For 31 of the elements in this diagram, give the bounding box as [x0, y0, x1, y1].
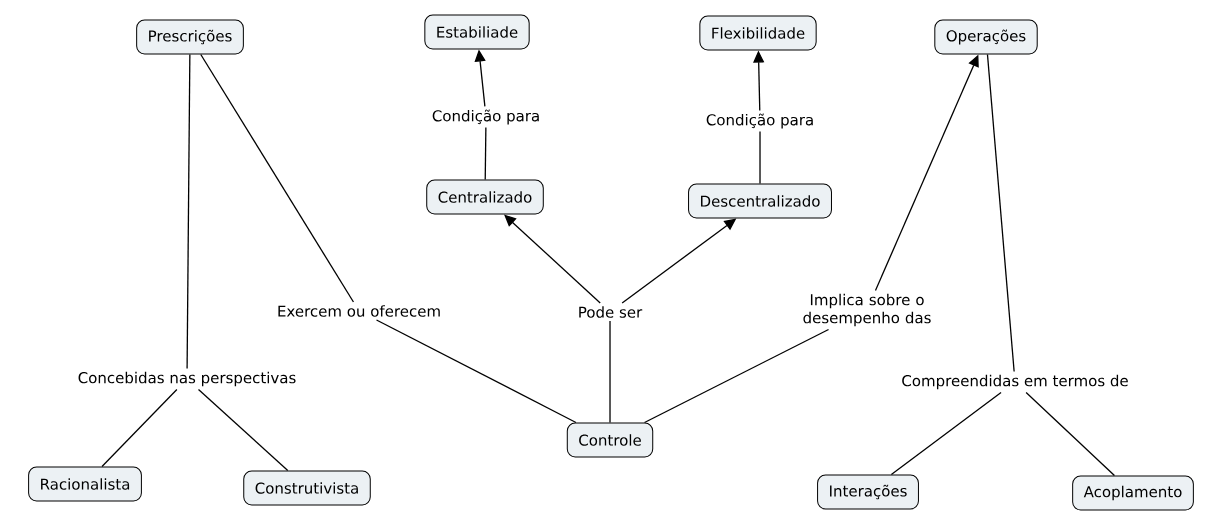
connector — [759, 130, 761, 185]
linking-phrase: Compreendidas em termos de — [898, 371, 1132, 393]
connector — [101, 388, 178, 468]
connector — [186, 53, 191, 370]
connector — [1025, 391, 1116, 477]
linking-phrase: Condição para — [702, 110, 818, 132]
connector — [197, 388, 289, 472]
connector — [643, 328, 830, 424]
linking-phrase: Implica sobre o desempenho das — [789, 290, 945, 330]
connector — [890, 391, 1002, 476]
concept-box: Estabiliade — [424, 14, 530, 50]
connector — [375, 319, 577, 424]
concept-box: Acoplamento — [1072, 475, 1194, 511]
concept-box: Operações — [934, 19, 1038, 55]
connector — [200, 53, 355, 303]
linking-phrase: Exercem ou oferecem — [273, 302, 445, 320]
concept-box: Centralizado — [426, 179, 544, 215]
concept-box: Racionalista — [28, 466, 142, 502]
linking-phrase: Concebidas nas perspectivas — [74, 368, 300, 390]
linking-phrase: Condição para — [428, 106, 544, 128]
concept-box: Flexibilidade — [699, 15, 817, 51]
concept-box: Controle — [566, 422, 654, 458]
connector — [609, 320, 611, 424]
connector — [484, 126, 487, 181]
concept-box: Construtivista — [243, 470, 371, 506]
connector — [986, 53, 1015, 373]
concept-box: Prescrições — [136, 19, 244, 55]
connector — [504, 214, 601, 304]
concept-box: Descentralizado — [688, 183, 832, 219]
concept-box: Interações — [817, 474, 919, 510]
linking-phrase: Pode ser — [574, 303, 646, 321]
